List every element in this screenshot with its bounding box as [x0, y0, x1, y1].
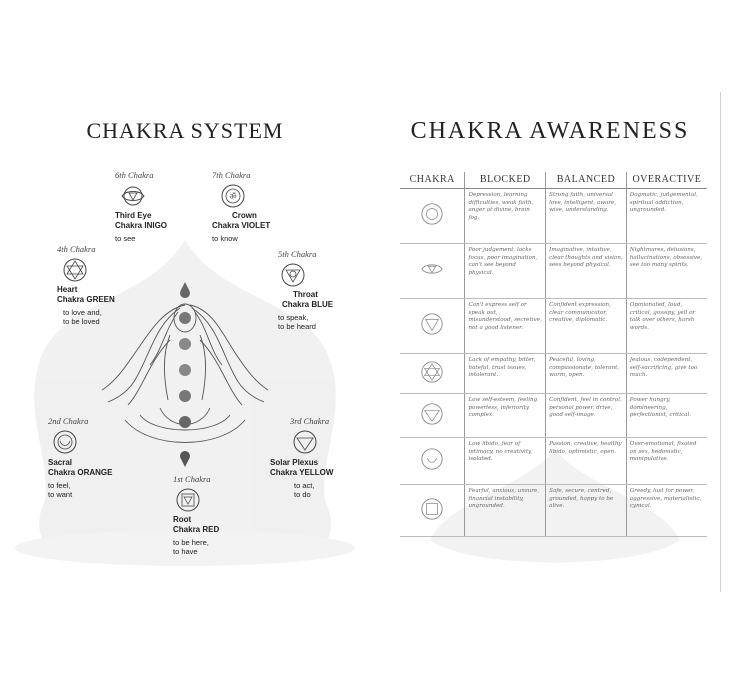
heart-chakra-icon [421, 361, 443, 383]
column-header-overactive: OVERACTIVE [625, 172, 707, 189]
chakra-color: Chakra BLUE [282, 300, 334, 309]
balanced-cell: Safe, secure, centred, grounded, happy t… [545, 484, 627, 537]
chakra-awareness-table: CHAKRA BLOCKED BALANCED OVERACTIVE Depre… [400, 172, 707, 537]
chakra-number: 3rd Chakra [290, 416, 330, 426]
chakra-throat: 5th Chakra Throat Chakra BLUE to speak, … [278, 249, 353, 331]
chakra-desc: to know [212, 234, 238, 243]
page-edge-line [720, 92, 721, 592]
overactive-cell: Opinionated, loud, critical, gossipy, ye… [625, 298, 707, 354]
balanced-cell: Strong faith, universal love, intelligen… [545, 188, 627, 244]
chakra-color: Chakra RED [173, 525, 220, 534]
chakra-awareness-page: CHAKRA AWARENESS CHAKRA BLOCKED BALANCED… [380, 0, 720, 695]
table-row: Low libido, fear of intimacy, no creativ… [400, 437, 707, 485]
chakra-color: Chakra INIGO [115, 221, 168, 230]
chakra-color: Chakra VIOLET [212, 221, 271, 230]
chakra-system-page: CHAKRA SYSTEM [15, 118, 355, 566]
chakra-crown: 7th Chakra ॐ Crown Chakra VIOLET to know [212, 170, 292, 243]
crown-chakra-icon [421, 203, 443, 225]
chakra-name: Solar Plexus [270, 458, 319, 467]
chakra-desc: to do [294, 490, 311, 499]
overactive-cell: Nightmares, delusions, hallucinations, o… [625, 243, 707, 299]
page-title: CHAKRA SYSTEM [86, 118, 284, 143]
chakra-number: 7th Chakra [212, 170, 251, 180]
heart-chakra-icon [63, 258, 87, 282]
table-row: Fearful, anxious, unsure, financial inst… [400, 484, 707, 537]
chakra-name: Throat [293, 290, 318, 299]
chakra-color: Chakra ORANGE [48, 468, 113, 477]
solar-plexus-chakra-icon [293, 430, 317, 454]
balanced-cell: Confident, feel in control, personal pow… [545, 393, 627, 438]
blocked-cell: Lack of empathy, bitter, hateful, trust … [464, 353, 546, 394]
svg-text:ॐ: ॐ [229, 192, 236, 201]
overactive-cell: Dogmatic, judgemental, spiritual addicti… [625, 188, 707, 244]
overactive-cell: Over-emotional, fixated on sex, hedonist… [625, 437, 707, 485]
chakra-number: 1st Chakra [173, 474, 211, 484]
chakra-name: Root [173, 515, 192, 524]
chakra-heart: 4th Chakra Heart Chakra GREEN to love an… [57, 244, 132, 326]
balanced-cell: Passion, creative, healthy libido, optim… [545, 437, 627, 485]
sacral-chakra-icon [53, 430, 77, 454]
blocked-cell: Depression, learning difficulties, weak … [464, 188, 546, 244]
solar-plexus-chakra-icon [421, 403, 443, 425]
chakra-desc: to be here, [173, 538, 209, 547]
chakra-color: Chakra YELLOW [270, 468, 334, 477]
column-header-blocked: BLOCKED [464, 172, 546, 189]
crown-chakra-icon: ॐ [221, 184, 245, 208]
chakra-name: Sacral [48, 458, 73, 467]
throat-chakra-icon [421, 313, 443, 335]
chakra-solar-plexus: 3rd Chakra Solar Plexus Chakra YELLOW to… [270, 416, 355, 499]
chakra-number: 2nd Chakra [48, 416, 89, 426]
chakra-sacral: 2nd Chakra Sacral Chakra ORANGE to feel,… [48, 416, 128, 499]
chakra-name: Crown [232, 211, 257, 220]
blocked-cell: Low self-esteem, feeling powerless, infe… [464, 393, 546, 438]
chakra-color: Chakra GREEN [57, 295, 115, 304]
chakra-name: Third Eye [115, 211, 152, 220]
blocked-cell: Low libido, fear of intimacy, no creativ… [464, 437, 546, 485]
blocked-cell: Poor judgement, lacks focus, poor imagin… [464, 243, 546, 299]
chakra-number: 4th Chakra [57, 244, 96, 254]
chakra-root: 1st Chakra Root Chakra RED to be here, t… [173, 474, 253, 556]
chakra-desc: to have [173, 547, 198, 556]
overactive-cell: Power hungry, domineering, perfectionist… [625, 393, 707, 438]
root-chakra-icon [176, 488, 200, 512]
chakra-number: 5th Chakra [278, 249, 317, 259]
balanced-cell: Peaceful, loving, compassionate, toleran… [545, 353, 627, 394]
chakra-desc: to speak, [278, 313, 309, 322]
blocked-cell: Can't express self or speak out, misunde… [464, 298, 546, 354]
chakra-spine-dots [179, 282, 191, 467]
column-header-balanced: BALANCED [545, 172, 627, 189]
chakra-desc: to be heard [278, 322, 316, 331]
overactive-cell: Jealous, codependent, self-sacrificing, … [625, 353, 707, 394]
chakra-number: 6th Chakra [115, 170, 154, 180]
throat-chakra-icon [281, 263, 305, 287]
blocked-cell: Fearful, anxious, unsure, financial inst… [464, 484, 546, 537]
third-eye-chakra-icon [121, 186, 145, 206]
table-row: Depression, learning difficulties, weak … [400, 188, 707, 244]
table-row: Can't express self or speak out, misunde… [400, 298, 707, 354]
chakra-desc: to act, [294, 481, 315, 490]
meditating-figure-illustration [101, 303, 269, 443]
chakra-desc: to see [115, 234, 136, 243]
third-eye-chakra-icon [421, 264, 443, 274]
table-row: Poor judgement, lacks focus, poor imagin… [400, 243, 707, 299]
overactive-cell: Greedy, lust for power, aggressive, mate… [625, 484, 707, 537]
chakra-name: Heart [57, 285, 78, 294]
chakra-desc: to want [48, 490, 73, 499]
root-chakra-icon [421, 498, 443, 520]
chakra-desc: to feel, [48, 481, 71, 490]
page-title: CHAKRA AWARENESS [410, 118, 690, 144]
chakra-desc: to love and, [63, 308, 102, 317]
chakra-third-eye: 6th Chakra Third Eye Chakra INIGO to see [115, 170, 185, 243]
balanced-cell: Imaginative, intuitive, clear thoughts a… [545, 243, 627, 299]
column-header-chakra: CHAKRA [400, 172, 465, 189]
balanced-cell: Confident expression, clear communicator… [545, 298, 627, 354]
sacral-chakra-icon [421, 448, 443, 470]
table-row: Lack of empathy, bitter, hateful, trust … [400, 353, 707, 394]
table-header-row: CHAKRA BLOCKED BALANCED OVERACTIVE [400, 172, 707, 189]
chakra-desc: to be loved [63, 317, 100, 326]
table-row: Low self-esteem, feeling powerless, infe… [400, 393, 707, 438]
